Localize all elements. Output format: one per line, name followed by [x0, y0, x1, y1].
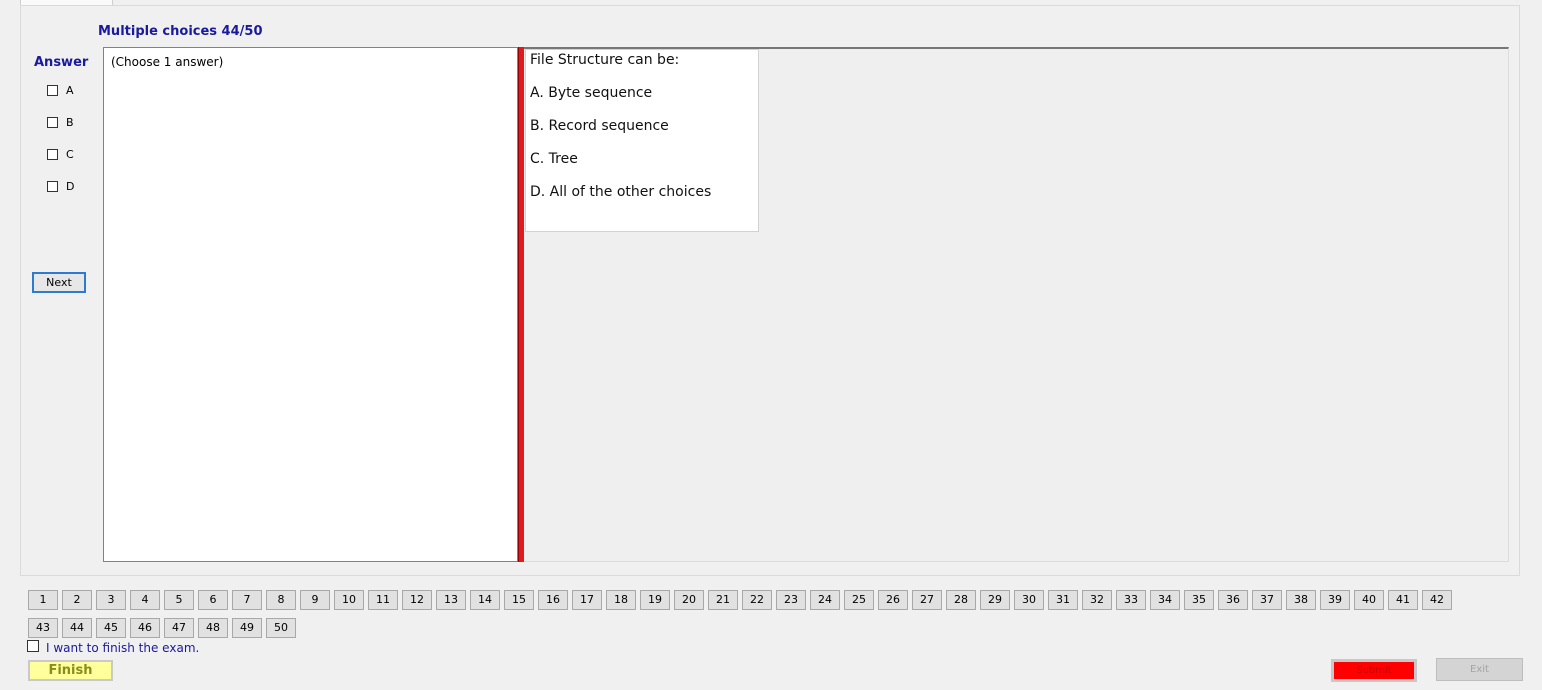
- question-choice-b: B. Record sequence: [530, 118, 669, 134]
- question-choice-c: C. Tree: [530, 151, 578, 167]
- question-nav-button[interactable]: 3: [96, 590, 126, 610]
- question-nav-button[interactable]: 6: [198, 590, 228, 610]
- question-nav-button[interactable]: 34: [1150, 590, 1180, 610]
- question-nav-button[interactable]: 33: [1116, 590, 1146, 610]
- question-nav-button[interactable]: 13: [436, 590, 466, 610]
- question-box: File Structure can be: A. Byte sequence …: [525, 49, 759, 232]
- question-nav-button[interactable]: 45: [96, 618, 126, 638]
- finish-exam-label: I want to finish the exam.: [46, 641, 200, 655]
- question-nav-button[interactable]: 2: [62, 590, 92, 610]
- question-nav-button[interactable]: 7: [232, 590, 262, 610]
- question-stem: File Structure can be:: [530, 52, 680, 68]
- answer-option-label: A: [66, 84, 74, 97]
- question-nav-button[interactable]: 30: [1014, 590, 1044, 610]
- submit-button[interactable]: Submit: [1331, 659, 1417, 682]
- question-nav-button[interactable]: 36: [1218, 590, 1248, 610]
- question-nav-button[interactable]: 21: [708, 590, 738, 610]
- question-nav-button[interactable]: 20: [674, 590, 704, 610]
- question-nav-button[interactable]: 32: [1082, 590, 1112, 610]
- question-choice-d: D. All of the other choices: [530, 184, 712, 200]
- question-nav-button[interactable]: 42: [1422, 590, 1452, 610]
- question-nav-button[interactable]: 11: [368, 590, 398, 610]
- question-nav-button[interactable]: 12: [402, 590, 432, 610]
- question-nav-button[interactable]: 50: [266, 618, 296, 638]
- checkbox-a[interactable]: [47, 85, 58, 96]
- question-nav-button[interactable]: 1: [28, 590, 58, 610]
- question-nav-button[interactable]: 38: [1286, 590, 1316, 610]
- question-nav-button[interactable]: 5: [164, 590, 194, 610]
- exit-button[interactable]: Exit: [1436, 658, 1523, 681]
- question-nav-button[interactable]: 47: [164, 618, 194, 638]
- question-nav-button[interactable]: 10: [334, 590, 364, 610]
- question-nav-button[interactable]: 31: [1048, 590, 1078, 610]
- question-nav-button[interactable]: 39: [1320, 590, 1350, 610]
- question-nav-button[interactable]: 8: [266, 590, 296, 610]
- question-nav-button[interactable]: 41: [1388, 590, 1418, 610]
- checkbox-c[interactable]: [47, 149, 58, 160]
- answer-heading: Answer: [34, 55, 89, 70]
- question-nav-button[interactable]: 43: [28, 618, 58, 638]
- question-nav-button[interactable]: 48: [198, 618, 228, 638]
- question-nav-button[interactable]: 24: [810, 590, 840, 610]
- checkbox-d[interactable]: [47, 181, 58, 192]
- answer-option-label: C: [66, 148, 74, 161]
- question-nav-button[interactable]: 40: [1354, 590, 1384, 610]
- question-nav-button[interactable]: 23: [776, 590, 806, 610]
- section-title: Multiple choices 44/50: [98, 24, 263, 39]
- question-choice-a: A. Byte sequence: [530, 85, 653, 101]
- finish-button[interactable]: Finish: [28, 660, 113, 681]
- question-nav-button[interactable]: 27: [912, 590, 942, 610]
- pane-splitter[interactable]: [518, 47, 524, 562]
- next-button[interactable]: Next: [32, 272, 86, 293]
- question-nav-button[interactable]: 14: [470, 590, 500, 610]
- question-nav-button[interactable]: 26: [878, 590, 908, 610]
- question-nav-button[interactable]: 49: [232, 618, 262, 638]
- notes-area[interactable]: (Choose 1 answer): [103, 47, 518, 562]
- question-nav-button[interactable]: 15: [504, 590, 534, 610]
- question-nav-button[interactable]: 16: [538, 590, 568, 610]
- question-nav-button[interactable]: 29: [980, 590, 1010, 610]
- question-nav-button[interactable]: 44: [62, 618, 92, 638]
- question-nav-button[interactable]: 18: [606, 590, 636, 610]
- answer-option-label: D: [66, 180, 75, 193]
- question-nav-button[interactable]: 46: [130, 618, 160, 638]
- active-tab[interactable]: [20, 0, 113, 5]
- finish-exam-checkbox[interactable]: [27, 640, 39, 652]
- question-nav-button[interactable]: 25: [844, 590, 874, 610]
- notes-text: (Choose 1 answer): [111, 55, 224, 69]
- question-nav-button[interactable]: 17: [572, 590, 602, 610]
- checkbox-b[interactable]: [47, 117, 58, 128]
- question-nav-button[interactable]: 28: [946, 590, 976, 610]
- question-nav-button[interactable]: 37: [1252, 590, 1282, 610]
- question-nav-button[interactable]: 9: [300, 590, 330, 610]
- question-nav-button[interactable]: 4: [130, 590, 160, 610]
- question-nav-button[interactable]: 22: [742, 590, 772, 610]
- question-nav-button[interactable]: 19: [640, 590, 670, 610]
- answer-option-label: B: [66, 116, 74, 129]
- question-nav-button[interactable]: 35: [1184, 590, 1214, 610]
